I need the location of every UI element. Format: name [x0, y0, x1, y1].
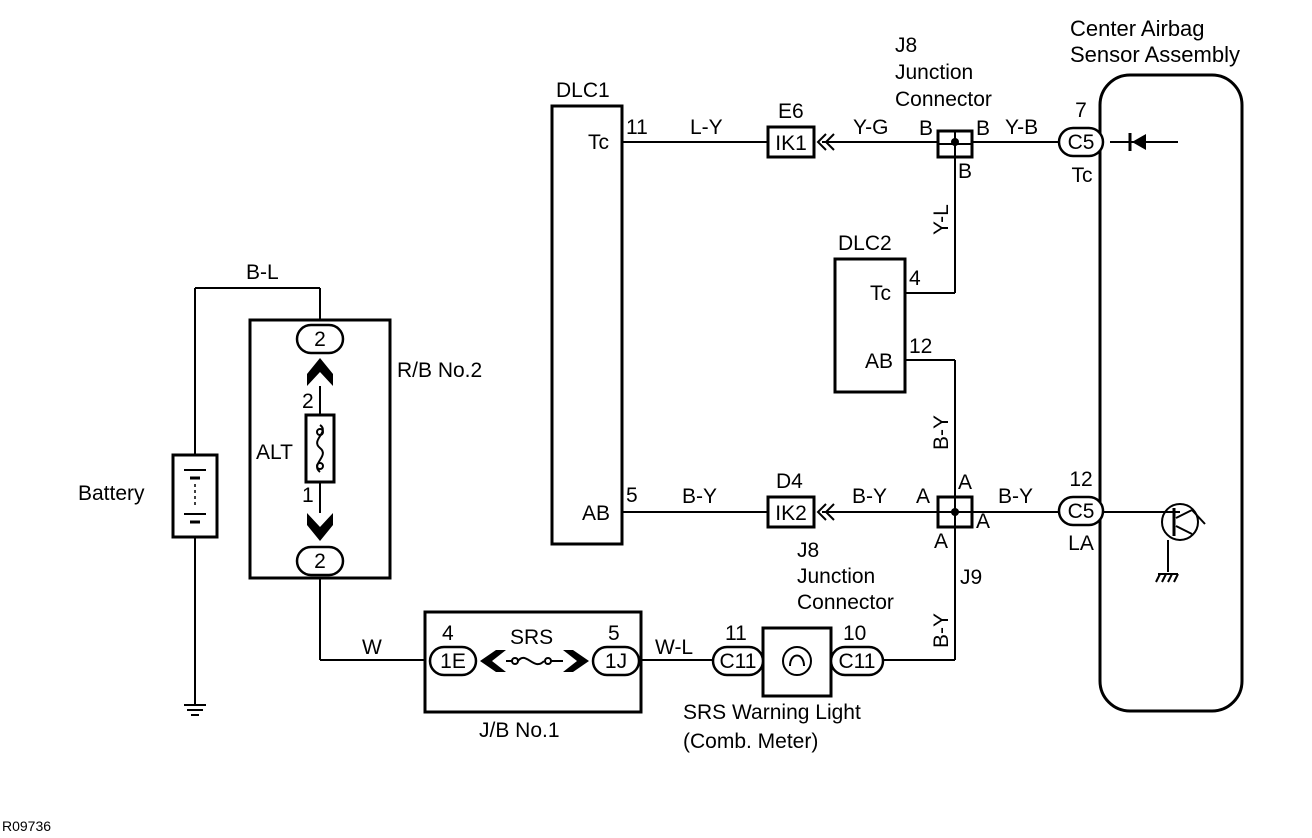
figure-code: R09736	[2, 818, 51, 834]
wire-by-1-label: B-Y	[682, 485, 717, 508]
center-airbag-label-1: Center Airbag	[1070, 16, 1205, 41]
dlc1-tc: Tc	[588, 131, 609, 154]
alt-pin-bottom: 1	[302, 484, 314, 507]
dlc2-tc: Tc	[870, 282, 891, 305]
j8-bottom-pin-left: A	[916, 485, 930, 508]
j8-bottom-junction-connector: A A A A J8 Junction Connector J9	[797, 471, 990, 614]
alt-pin-top: 2	[302, 390, 314, 413]
rb-conn-top: 2	[314, 328, 326, 351]
ground-icon	[1155, 573, 1179, 583]
wire-by-v1-label: B-Y	[930, 415, 953, 450]
ground-icon	[184, 704, 206, 716]
alt-fuse-label: ALT	[256, 441, 293, 464]
c5-bottom-pin: 12	[1069, 468, 1092, 491]
e6-label: E6	[778, 100, 804, 123]
j9-label: J9	[960, 566, 982, 589]
ab-circuit-wires: B-Y B-Y B-Y B-Y B-Y	[622, 359, 1059, 660]
transistor-icon	[1100, 503, 1206, 572]
diode-icon	[1110, 133, 1178, 151]
dlc2-pin-ab: 12	[909, 335, 932, 358]
ik1-label: IK1	[775, 132, 807, 155]
rb-conn-bottom: 2	[314, 550, 326, 573]
jb-pin-right: 5	[608, 622, 620, 645]
d4-ik2-connector: IK2 D4	[766, 470, 835, 529]
jb-conn-left: 1E	[440, 650, 466, 673]
j8-top-label-3: Connector	[895, 88, 992, 111]
wire-w-label: W	[362, 636, 382, 659]
jb-conn-right: 1J	[605, 650, 627, 673]
j8-bottom-label-3: Connector	[797, 591, 894, 614]
wire-by-v2-label: B-Y	[930, 613, 953, 648]
wire-yl-label: Y-L	[930, 204, 953, 235]
dlc1-pin-tc: 11	[626, 116, 648, 139]
c5-bottom-label: C5	[1068, 500, 1095, 523]
tc-circuit-wires: L-Y Y-G Y-B Y-L	[622, 116, 1059, 294]
rb-no2: R/B No.2 2 2 ALT 2 1	[248, 318, 482, 580]
wire-yg-label: Y-G	[853, 116, 888, 139]
c5-top-connector: C5 7 Tc	[1057, 99, 1105, 187]
battery-label: Battery	[78, 482, 145, 505]
dlc2-ab: AB	[865, 350, 893, 373]
rb-no2-label: R/B No.2	[397, 359, 482, 382]
dlc2: DLC2 Tc AB 4 12	[833, 232, 932, 394]
wire-bl-label: B-L	[246, 261, 279, 284]
c11-left-label: C11	[720, 650, 757, 673]
battery: Battery	[78, 453, 219, 539]
c11-right-label: C11	[839, 650, 876, 673]
dlc1-label: DLC1	[556, 79, 610, 102]
alt-fuse-icon	[304, 413, 336, 484]
srs-light-pin-left: 11	[725, 622, 747, 645]
j8-bottom-pin-bottom: A	[934, 530, 948, 553]
srs-light-label-2: (Comb. Meter)	[683, 730, 818, 753]
srs-light-pin-right: 10	[843, 622, 866, 645]
j8-bottom-label-2: Junction	[797, 565, 875, 588]
center-airbag-label-2: Sensor Assembly	[1070, 42, 1240, 67]
dlc1: DLC1 Tc AB 11 5	[550, 79, 648, 546]
chevron-right-icon	[563, 650, 589, 672]
d4-label: D4	[776, 470, 803, 493]
lamp-icon	[782, 646, 812, 676]
jb-no1: J/B No.1 1E 1J 4 5 SRS	[423, 610, 643, 742]
battery-icon	[184, 469, 206, 524]
j8-top-label-2: Junction	[895, 61, 973, 84]
wire-wl-label: W-L	[655, 636, 693, 659]
wire-ly-label: L-Y	[690, 116, 723, 139]
srs-light-label-1: SRS Warning Light	[683, 701, 861, 724]
dlc2-label: DLC2	[838, 232, 892, 255]
c5-top-pin: 7	[1075, 99, 1087, 122]
c5-bottom-connector: C5 12 LA	[1057, 468, 1105, 555]
c5-top-label: C5	[1068, 131, 1095, 154]
chevron-left-icon	[480, 650, 506, 672]
dlc2-pin-tc: 4	[909, 267, 921, 290]
jb-no1-label: J/B No.1	[479, 719, 560, 742]
jb-pin-left: 4	[442, 622, 454, 645]
srs-fuse-label: SRS	[510, 626, 553, 649]
j8-top-label-1: J8	[895, 34, 917, 57]
j8-bottom-pin-right: A	[976, 510, 990, 533]
battery-circuit-wires: B-L W	[194, 261, 428, 705]
chevron-up-icon	[307, 358, 333, 386]
j8-bottom-pin-top: A	[958, 471, 972, 494]
chevron-down-icon	[307, 513, 333, 541]
j8-top-pin-right: B	[976, 117, 990, 140]
ik2-label: IK2	[775, 502, 807, 525]
j8-top-pin-bottom: B	[958, 160, 972, 183]
c5-bottom-terminal: LA	[1068, 532, 1094, 555]
e6-ik1-connector: IK1 E6	[766, 100, 835, 159]
j8-top-junction-connector: J8 Junction Connector B B B	[895, 34, 992, 183]
center-airbag-sensor-assembly: Center Airbag Sensor Assembly	[1070, 16, 1244, 713]
wire-yb-label: Y-B	[1005, 116, 1038, 139]
dlc1-pin-ab: 5	[626, 484, 638, 507]
j8-top-pin-left: B	[919, 117, 933, 140]
dlc1-ab: AB	[582, 502, 610, 525]
srs-warning-light: W-L C11 C11 11 10 SRS Warning Light (Com…	[641, 622, 955, 753]
wire-by-2-label: B-Y	[852, 485, 887, 508]
wire-by-3-label: B-Y	[998, 485, 1033, 508]
j8-bottom-label-1: J8	[797, 539, 819, 562]
c5-top-terminal: Tc	[1072, 164, 1093, 187]
srs-fuse-icon	[506, 656, 563, 666]
